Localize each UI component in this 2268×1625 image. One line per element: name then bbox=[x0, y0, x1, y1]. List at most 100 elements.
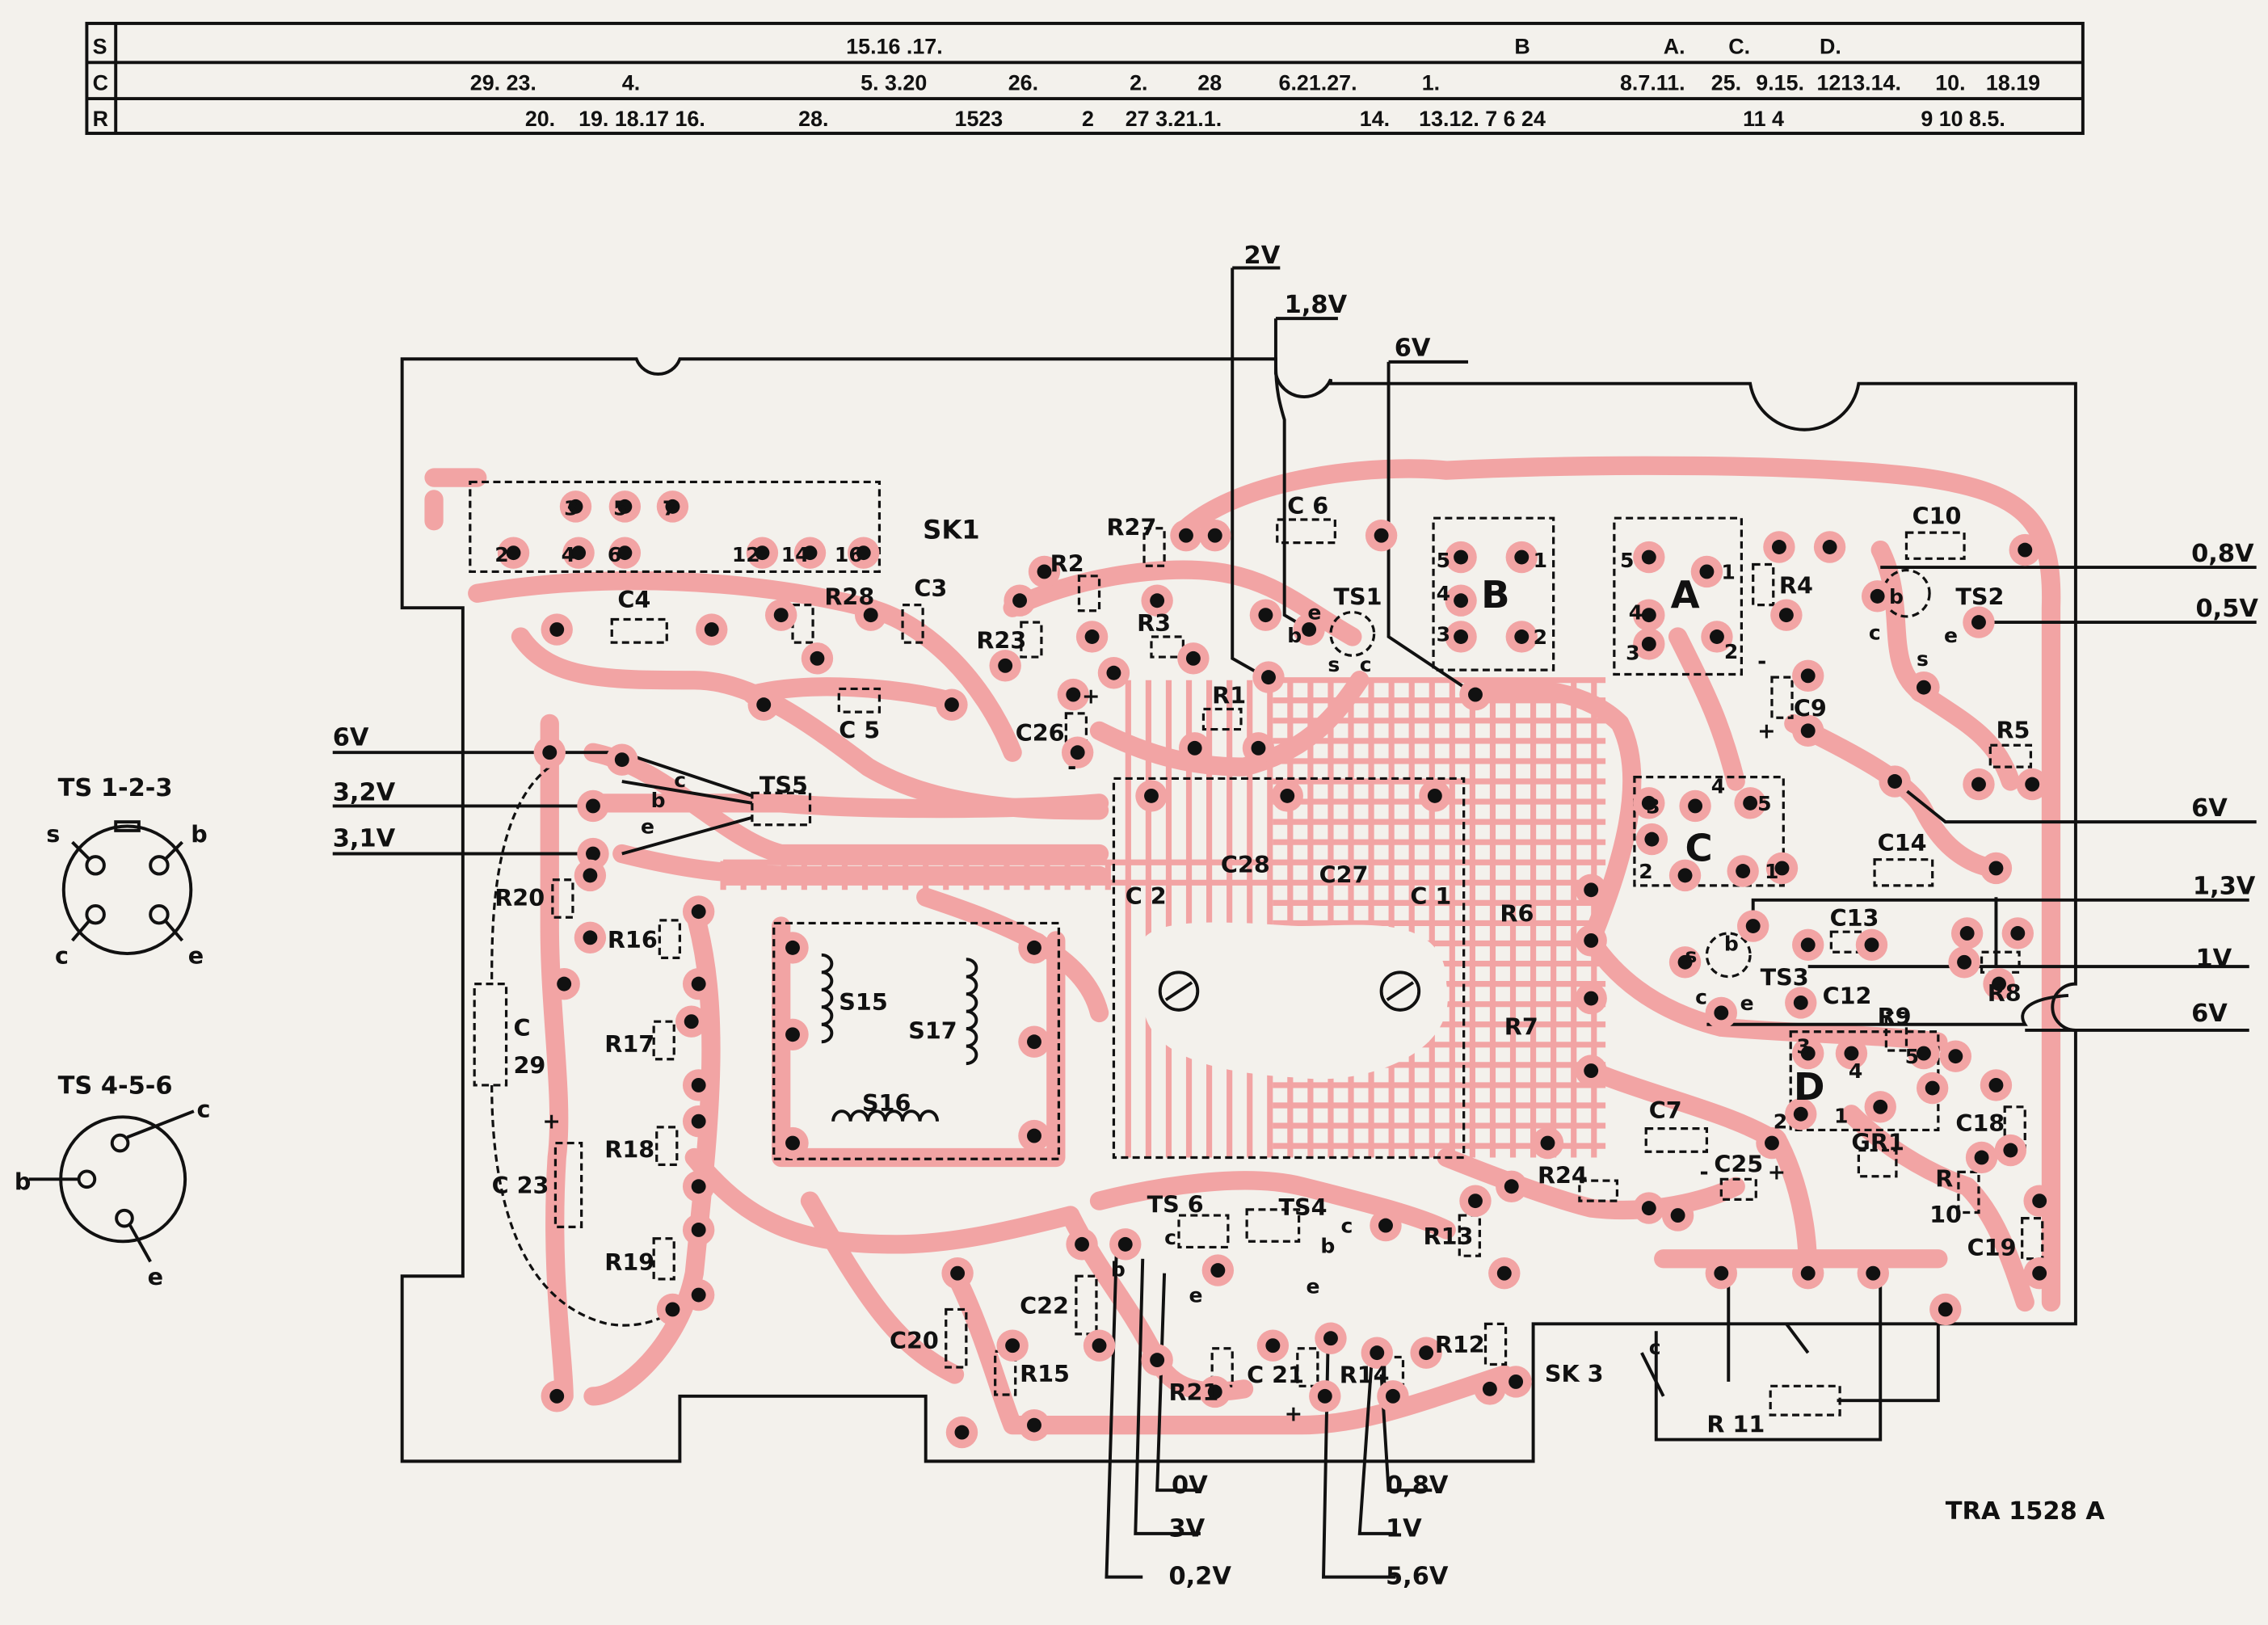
solder-pad bbox=[1504, 1179, 1519, 1194]
table-cell-r: 13.12. 7 6 24 bbox=[1419, 107, 1546, 131]
solder-pad bbox=[1117, 1236, 1133, 1252]
solder-pad bbox=[1106, 665, 1121, 680]
s16-coil-icon bbox=[831, 1109, 940, 1122]
component-bodies bbox=[469, 480, 2044, 1417]
label-c18: C18 bbox=[1955, 1109, 2005, 1137]
solder-pad bbox=[1454, 593, 1469, 608]
voltage-label-left-3-1v: 3,1V bbox=[333, 825, 396, 853]
r16-body bbox=[658, 919, 681, 960]
coil-pin-number: 1 bbox=[1534, 549, 1547, 572]
r24-body bbox=[1578, 1179, 1619, 1202]
transistor-pin-letter: c bbox=[1340, 1215, 1353, 1238]
r12-body bbox=[1483, 1322, 1508, 1366]
label-r18: R18 bbox=[604, 1135, 654, 1163]
c5-body bbox=[837, 687, 882, 714]
sk1-pin-number: 14 bbox=[781, 543, 810, 566]
label-r20: R20 bbox=[494, 884, 545, 911]
solder-pads bbox=[497, 490, 2056, 1449]
transistor-pin-letter: c bbox=[1869, 621, 1881, 645]
solder-pad bbox=[1302, 622, 1317, 637]
r1-body bbox=[1201, 707, 1243, 731]
label-ts5: TS5 bbox=[760, 771, 808, 798]
coil-pin-number: 5 bbox=[1437, 549, 1450, 572]
table-cell-s: B bbox=[1514, 35, 1530, 59]
solder-pad bbox=[1374, 528, 1389, 543]
solder-pad bbox=[1207, 1384, 1222, 1400]
wire bbox=[1386, 360, 1477, 697]
coil-assembly-outline bbox=[772, 921, 1061, 1160]
label-c29b: 29 bbox=[514, 1052, 546, 1080]
voltage-label-bottom-3v: 3V bbox=[1168, 1514, 1205, 1543]
voltage-label-bottom-0-2v: 0,2V bbox=[1168, 1563, 1231, 1591]
voltage-label-right-1v: 1V bbox=[2195, 945, 2232, 973]
sk1-pin-number: 12 bbox=[732, 543, 760, 566]
label-s15: S15 bbox=[839, 988, 887, 1016]
coil-pin-number: 2 bbox=[1724, 640, 1738, 663]
table-cell-c: 29. 23. bbox=[470, 70, 536, 95]
solder-pad bbox=[1800, 1046, 1816, 1061]
label-c4: C4 bbox=[617, 586, 650, 613]
board-outline bbox=[400, 357, 2077, 1463]
solder-pad bbox=[1468, 1193, 1483, 1209]
label-c3: C3 bbox=[914, 575, 947, 602]
table-cell-c: 26. bbox=[1008, 70, 1038, 95]
ts5-body bbox=[751, 791, 812, 827]
r5-body bbox=[1988, 743, 2033, 768]
solder-pad bbox=[1092, 1338, 1107, 1353]
solder-pad bbox=[1800, 668, 1816, 684]
solder-pad bbox=[1864, 937, 1879, 953]
wire bbox=[1379, 1374, 1433, 1492]
label-r15: R15 bbox=[1020, 1360, 1070, 1387]
table-cell-c: 8.7.11. bbox=[1620, 70, 1685, 95]
label-r14: R14 bbox=[1340, 1362, 1390, 1389]
solder-pad bbox=[1584, 991, 1599, 1006]
solder-pad bbox=[1265, 1338, 1281, 1353]
wire bbox=[1751, 898, 2249, 927]
solder-pad bbox=[1745, 919, 1761, 933]
solder-pad bbox=[950, 1265, 966, 1281]
transistor-pin-letter: b bbox=[1111, 1257, 1126, 1281]
transistor-pin-letter: b bbox=[1287, 624, 1302, 647]
solder-pad bbox=[785, 1027, 800, 1042]
solder-pad bbox=[1468, 687, 1483, 702]
label-c9: C9 bbox=[1794, 694, 1827, 722]
solder-pad bbox=[1454, 549, 1469, 565]
label-c26: C26 bbox=[1016, 719, 1065, 747]
solder-pad bbox=[1699, 564, 1715, 579]
solder-pad bbox=[1066, 687, 1081, 702]
solder-pad bbox=[802, 545, 818, 561]
solder-pad bbox=[1514, 629, 1530, 644]
label-c2: C 2 bbox=[1126, 882, 1167, 910]
label-s17: S17 bbox=[908, 1017, 957, 1045]
solder-pad bbox=[1793, 995, 1808, 1010]
pinout-ts456-title: TS 4-5-6 bbox=[58, 1072, 173, 1101]
solder-pad bbox=[614, 752, 629, 768]
solder-pad bbox=[1641, 1201, 1656, 1216]
solder-pad bbox=[1150, 593, 1165, 608]
coil-pin-number: 3 bbox=[1796, 1035, 1810, 1059]
row-header-s: S bbox=[93, 35, 107, 59]
solder-pad bbox=[1280, 788, 1295, 803]
solder-pad bbox=[1971, 615, 1986, 630]
label-c29a: C bbox=[514, 1014, 531, 1042]
solder-pad bbox=[1992, 976, 2006, 991]
table-cell-c: 4. bbox=[622, 70, 640, 95]
c22-body bbox=[1075, 1274, 1098, 1336]
solder-pad bbox=[691, 976, 706, 991]
solder-pad bbox=[2025, 777, 2040, 792]
solder-pad bbox=[755, 545, 770, 561]
label-r24: R24 bbox=[1538, 1162, 1588, 1189]
c6-body bbox=[1276, 518, 1336, 545]
solder-pad bbox=[2018, 542, 2033, 558]
coil-pin-number: 2 bbox=[1534, 625, 1547, 649]
solder-pad bbox=[1793, 1106, 1808, 1122]
r11-body bbox=[1769, 1384, 1841, 1417]
voltage-label-top-6v: 6V bbox=[1395, 335, 1431, 363]
label-c23: C 23 bbox=[492, 1172, 549, 1199]
wire bbox=[1273, 317, 1338, 631]
label-c25: C25 bbox=[1714, 1150, 1763, 1177]
wire bbox=[1893, 780, 2257, 824]
label-c21: C 21 bbox=[1247, 1362, 1304, 1389]
coil-b-outline bbox=[1432, 516, 1555, 671]
pin-b: b bbox=[15, 1168, 32, 1195]
